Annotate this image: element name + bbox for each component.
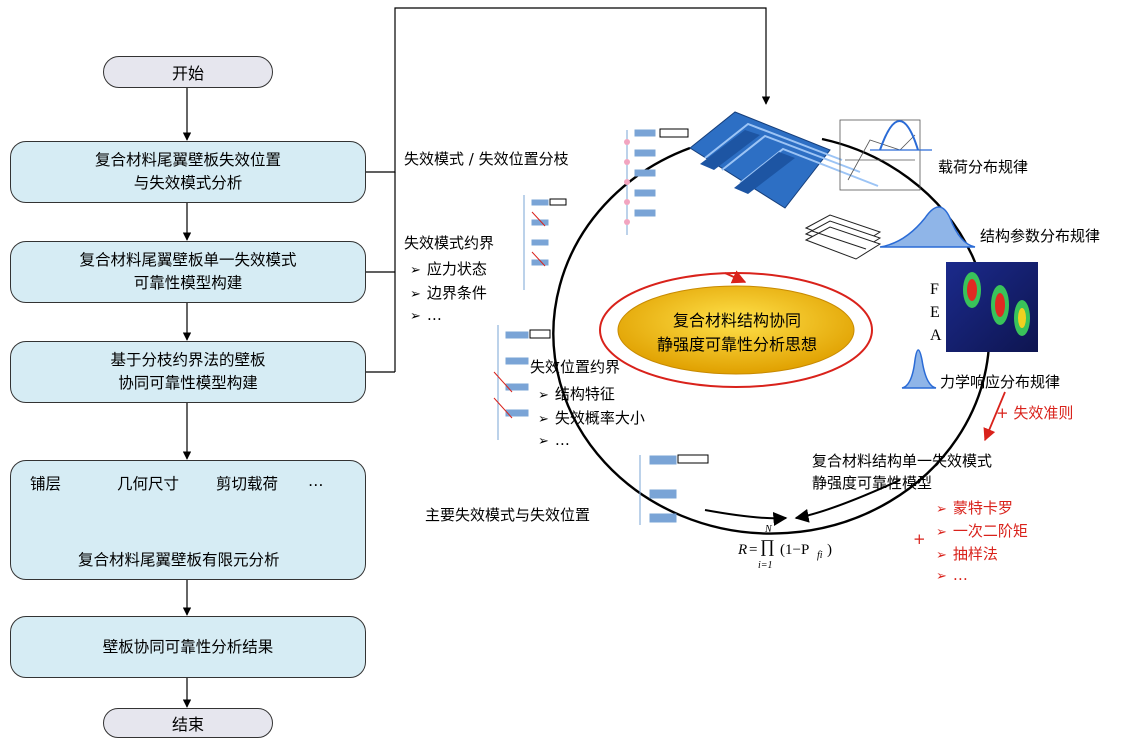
step1-line2: 与失效模式分析 (133, 174, 243, 192)
method-more: … (936, 566, 968, 584)
response-bell (901, 349, 937, 389)
load-dist-label: 载荷分布规律 (938, 158, 1029, 176)
start-node: 开始 (103, 56, 273, 88)
formula-close: ) (827, 542, 832, 558)
position-bound-item-2: 失效概率大小 (538, 407, 645, 428)
branch-tree-4 (639, 454, 709, 525)
load-sketch (839, 119, 932, 191)
formula-prod-symbol: ∏ (760, 536, 775, 556)
laminate-stack (804, 214, 882, 260)
formula-prod-bottom: i=1 (758, 560, 773, 571)
fea-contour (946, 262, 1038, 352)
panel-model (689, 111, 879, 209)
failure-criterion-label: + 失效准则 (996, 404, 1074, 422)
formula-prod-top: N (765, 524, 772, 535)
step-failure-analysis: 复合材料尾翼壁板失效位置 与失效模式分析 (10, 141, 366, 203)
formula-sub: fi (817, 550, 823, 561)
step-fea-analysis (10, 460, 366, 580)
main-mode-label: 主要失效模式与失效位置 (425, 506, 591, 524)
input-shear-load: 剪切载荷 (216, 475, 279, 493)
center-ellipse (617, 285, 855, 375)
step-single-mode-model: 复合材料尾翼壁板单一失效模式 可靠性模型构建 (10, 241, 366, 303)
method-fosm: 一次二阶矩 (936, 520, 1028, 541)
method-monte-carlo: 蒙特卡罗 (936, 497, 1013, 518)
step-collab-model: 基于分枝约界法的壁板 协同可靠性模型构建 (10, 341, 366, 403)
connector-line (364, 7, 771, 173)
fea-letter-e: E (930, 304, 940, 321)
branch-label: 失效模式 / 失效位置分枝 (404, 150, 569, 168)
center-title-1: 复合材料结构协同 (672, 311, 801, 330)
methods-plus: + (913, 530, 926, 548)
mode-bound-title: 失效模式约界 (404, 234, 495, 252)
mode-bound-item-2: 边界条件 (410, 282, 487, 303)
branch-tree-1 (624, 128, 689, 235)
fea-letter-a: A (930, 327, 942, 344)
step-result: 壁板协同可靠性分析结果 (10, 616, 366, 678)
criterion-arrow (983, 391, 1006, 442)
step2-line1: 复合材料尾翼壁板单一失效模式 (79, 251, 297, 269)
single-model-line2: 静强度可靠性模型 (812, 474, 933, 492)
end-label: 结束 (171, 715, 204, 734)
response-dist-label: 力学响应分布规律 (940, 373, 1061, 391)
input-geometry: 几何尺寸 (117, 475, 180, 493)
mode-bound-item-3: … (410, 306, 442, 324)
struct-dist-label: 结构参数分布规律 (980, 227, 1101, 245)
reliability-formula: R = N ∏ i=1 (1−P fi ) (738, 524, 858, 576)
branch-tree-3 (493, 325, 551, 440)
method-sampling: 抽样法 (936, 543, 998, 564)
formula-eq: = (749, 542, 758, 558)
start-label: 开始 (171, 64, 204, 83)
fea-letter-f: F (930, 281, 939, 298)
fea-title: 复合材料尾翼壁板有限元分析 (78, 551, 280, 569)
center-title-2: 静强度可靠性分析思想 (656, 335, 817, 354)
step2-line2: 可靠性模型构建 (133, 274, 243, 292)
step3-line1: 基于分枝约界法的壁板 (110, 351, 266, 369)
position-bound-item-3: … (538, 431, 570, 449)
position-bound-item-1: 结构特征 (538, 383, 615, 404)
formula-term: (1−P (780, 542, 810, 558)
single-model-line1: 复合材料结构单一失效模式 (812, 452, 993, 470)
param-bell (879, 206, 976, 248)
position-bound-title: 失效位置约界 (530, 358, 621, 376)
end-node: 结束 (103, 708, 273, 738)
branch-tree-2 (523, 195, 567, 290)
formula-lhs: R (738, 542, 748, 558)
step3-line2: 协同可靠性模型构建 (118, 374, 258, 392)
cycle-ring (552, 137, 991, 535)
input-more: … (308, 472, 324, 490)
step1-line1: 复合材料尾翼壁板失效位置 (94, 151, 281, 169)
input-ply: 铺层 (30, 475, 62, 493)
mode-bound-item-1: 应力状态 (410, 258, 487, 279)
step5-label: 壁板协同可靠性分析结果 (102, 637, 274, 656)
